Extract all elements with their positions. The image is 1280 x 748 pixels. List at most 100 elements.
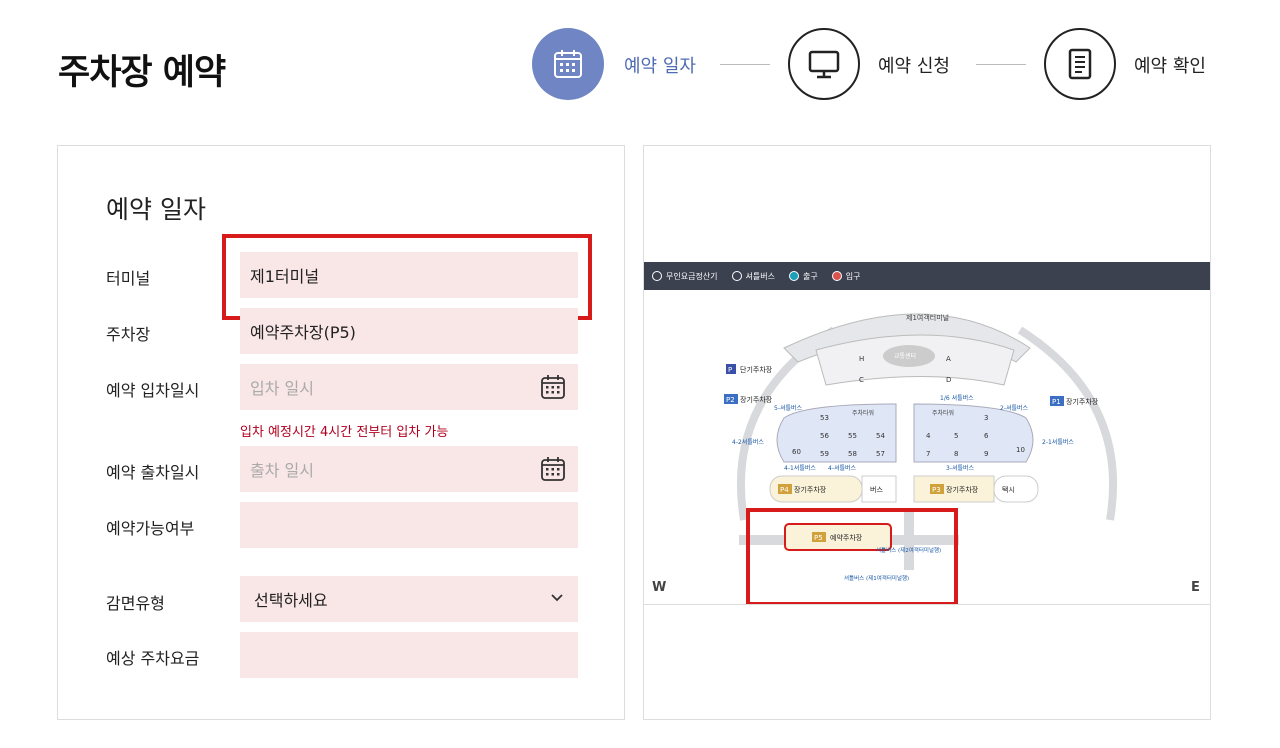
svg-text:P5: P5 <box>814 534 823 542</box>
document-icon <box>1068 48 1092 80</box>
svg-text:P: P <box>728 366 732 374</box>
legend-payment: 무인요금정산기 <box>652 271 718 282</box>
lot-p1-label: 장기주차장 <box>1066 397 1099 406</box>
exit-datetime-label: 예약 출차일시 <box>106 463 200 482</box>
calendar-icon[interactable] <box>540 374 566 400</box>
estimated-fee-field <box>240 632 578 678</box>
lot-p3-label: 장기주차장 <box>946 485 979 494</box>
step-monitor-circle <box>788 28 860 100</box>
taxi-area <box>993 475 1039 503</box>
calendar-icon[interactable] <box>540 456 566 482</box>
transport-center <box>883 345 935 367</box>
entry-datetime-placeholder: 입차 일시 <box>250 379 314 398</box>
shuttle-stop: 5-셔틀버스 <box>774 404 803 412</box>
garage-right <box>913 403 1034 463</box>
svg-text:주차타워: 주차타워 <box>932 409 954 417</box>
estimated-fee-label: 예상 주차요금 <box>106 649 200 668</box>
chevron-down-icon <box>551 594 563 602</box>
lot-p5-label: 예약주차장 <box>830 533 863 542</box>
map-drawing: 제1여객터미널 교통센터 H A C D P 단기주차장 P2 장기주차장 P1… <box>724 313 1117 606</box>
svg-text:P4: P4 <box>780 486 789 494</box>
lot-short-label: 단기주차장 <box>740 365 773 374</box>
svg-text:60: 60 <box>792 448 801 456</box>
exit-datetime-input[interactable]: 출차 일시 <box>240 446 578 492</box>
road-right <box>1017 326 1117 521</box>
shuttle-stop: 4-1셔틀버스 <box>784 464 816 472</box>
transport-center-label: 교통센터 <box>894 352 916 360</box>
garage-left <box>776 403 897 463</box>
svg-text:55: 55 <box>848 432 857 440</box>
legend-shuttle: 셔틀버스 <box>731 271 775 282</box>
terminal-field[interactable]: 제1터미널 <box>240 252 578 298</box>
svg-text:54: 54 <box>876 432 885 440</box>
step-label-date: 예약 일자 <box>624 56 696 77</box>
p5-shuttle-2: 셔틀버스 (제1여객터미널행) <box>844 574 909 582</box>
svg-text:P3: P3 <box>932 486 941 494</box>
gate-h: H <box>859 355 864 363</box>
discount-type-label: 감면유형 <box>106 594 165 613</box>
calendar-icon <box>554 50 582 78</box>
entry-note: 입차 예정시간 4시간 전부터 입차 가능 <box>240 425 449 440</box>
gate-c: C <box>859 376 864 384</box>
entrance-icon <box>831 271 842 281</box>
svg-text:56: 56 <box>820 432 829 440</box>
discount-type-select[interactable]: 선택하세요 <box>240 576 578 622</box>
legend-entrance: 입구 <box>831 271 860 282</box>
lot-short-badge <box>726 364 736 374</box>
svg-text:7: 7 <box>926 450 930 458</box>
svg-text:4: 4 <box>926 432 931 440</box>
shuttle-stop: 2-셔틀버스 <box>1000 404 1029 412</box>
exit-datetime-placeholder: 출차 일시 <box>250 461 314 480</box>
reservation-form-panel: 예약 일자 터미널 제1터미널 주차장 예약주차장(P5) 예약 입차일시 입차… <box>57 145 625 720</box>
discount-type-value: 선택하세요 <box>254 591 328 610</box>
parking-field[interactable]: 예약주차장(P5) <box>240 308 578 354</box>
lot-p4-badge <box>778 484 792 494</box>
entry-datetime-input[interactable]: 입차 일시 <box>240 364 578 410</box>
lot-p3 <box>913 475 995 503</box>
airport-parking-map: 제1여객터미널 교통센터 H A C D P 단기주차장 P2 장기주차장 P1… <box>644 290 1210 606</box>
svg-text:58: 58 <box>848 450 857 458</box>
svg-text:주차타워: 주차타워 <box>852 409 874 417</box>
parking-value: 예약주차장(P5) <box>250 323 356 342</box>
step-label-apply: 예약 신청 <box>878 56 950 77</box>
svg-text:57: 57 <box>876 450 885 458</box>
svg-text:택시: 택시 <box>1002 485 1015 494</box>
monitor-icon <box>808 50 840 79</box>
shuttle-stop: 3-셔틀버스 <box>946 464 975 472</box>
legend-exit: 출구 <box>788 271 818 282</box>
step-connector <box>720 64 770 65</box>
entry-datetime-label: 예약 입차일시 <box>106 381 200 400</box>
map-legend: 무인요금정산기 셔틀버스 출구 입구 <box>644 262 1210 290</box>
svg-text:6: 6 <box>984 432 989 440</box>
terminal-value: 제1터미널 <box>250 267 320 286</box>
bus-icon <box>731 271 742 281</box>
terminal-label: 터미널 <box>106 269 151 288</box>
step-connector <box>976 64 1026 65</box>
exit-icon <box>788 271 799 281</box>
section-title: 예약 일자 <box>106 195 206 224</box>
svg-text:10: 10 <box>1016 446 1025 454</box>
shuttle-stop: 2-1셔틀버스 <box>1042 438 1074 446</box>
svg-text:3: 3 <box>984 414 988 422</box>
lot-p5-badge <box>812 532 826 542</box>
lot-p2-badge <box>724 394 738 404</box>
svg-text:P2: P2 <box>726 396 735 404</box>
gate-a: A <box>946 355 951 363</box>
svg-text:P1: P1 <box>1052 398 1061 406</box>
compass-east: E <box>1191 580 1200 595</box>
lot-p3-badge <box>930 484 944 494</box>
step-label-confirm: 예약 확인 <box>1134 56 1206 77</box>
shuttle-stop: 4-셔틀버스 <box>828 464 857 472</box>
svg-text:8: 8 <box>954 450 958 458</box>
svg-text:53: 53 <box>820 414 829 422</box>
road-vertical <box>904 510 914 570</box>
step-calendar-circle <box>532 28 604 100</box>
progress-steps: 예약 일자 예약 신청 예약 확인 <box>532 28 1232 100</box>
availability-label: 예약가능여부 <box>106 519 195 538</box>
availability-field <box>240 502 578 548</box>
gate-d: D <box>946 376 951 384</box>
terminal-label: 제1여객터미널 <box>906 313 949 322</box>
lot-p2-label: 장기주차장 <box>740 395 773 404</box>
parking-label: 주차장 <box>106 325 151 344</box>
payment-machine-icon <box>652 271 662 281</box>
